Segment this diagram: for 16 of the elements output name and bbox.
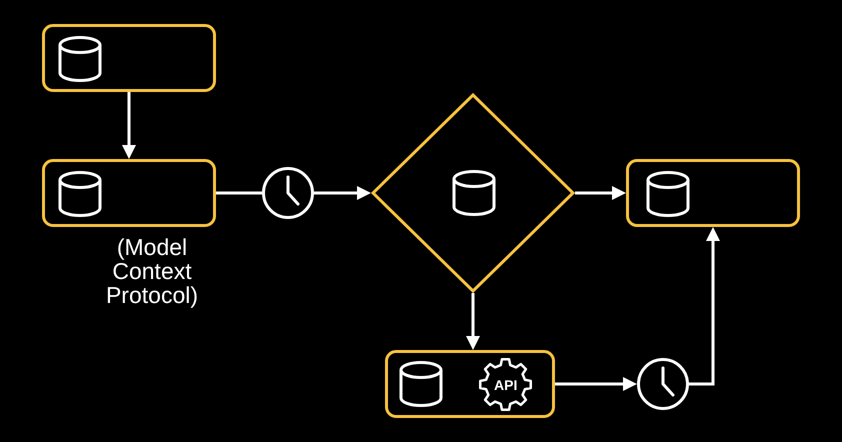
arrow <box>314 186 371 200</box>
arrow <box>466 293 480 350</box>
node-caption: (Model Context Protocol) <box>104 235 200 307</box>
arrow <box>575 186 626 200</box>
decision-diamond <box>371 93 575 293</box>
clock-icon <box>637 358 689 410</box>
process-box <box>385 350 555 418</box>
process-box <box>42 159 216 227</box>
arrow <box>122 92 136 159</box>
connector-line <box>216 192 262 194</box>
arrow <box>689 227 720 386</box>
process-box <box>626 159 800 227</box>
process-box <box>42 24 216 92</box>
icon-label: API <box>494 376 518 392</box>
arrow <box>555 377 637 391</box>
clock-icon <box>262 167 314 219</box>
